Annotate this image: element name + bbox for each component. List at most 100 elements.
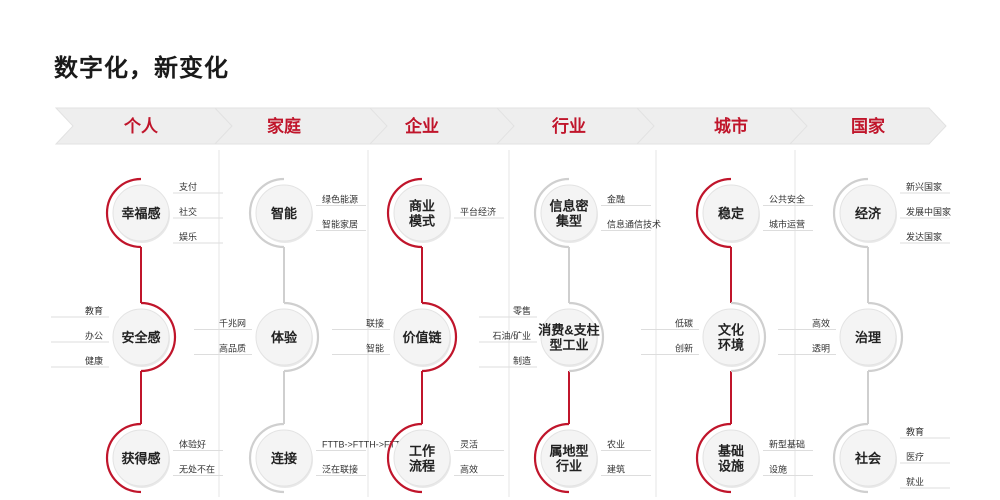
node-label: 行业 [555,459,582,474]
node-arc [832,422,869,494]
node-arc [832,177,869,249]
node-label: 安全感 [121,330,160,345]
node-arc [386,422,423,494]
node-arc [533,422,570,494]
node-arc [421,301,458,373]
node-circle [393,184,451,242]
node-item: 创新 [675,343,693,354]
node-circle [255,184,313,242]
node-item: 绿色能源 [322,194,358,205]
node-item: 信息通信技术 [607,219,661,230]
node-label: 智能 [271,206,297,221]
node-arc [248,177,285,249]
node-item: 新型基础 [769,439,805,450]
node-arc [568,301,605,373]
node-circle [540,308,598,366]
node-item: 联接 [366,318,384,329]
node-arc [248,422,285,494]
node-arc [730,301,767,373]
node-item: 农业 [607,439,625,450]
header-chevron-3 [368,107,518,145]
node-item: 社交 [179,206,197,217]
column-header: 城市 [714,116,748,136]
node-label: 获得感 [121,451,160,466]
node-label: 价值链 [402,330,442,345]
node-circle [839,184,897,242]
node-label: 环境 [718,338,744,353]
node-circle [540,429,598,487]
node-label: 型工业 [549,338,588,353]
node-label: 稳定 [718,206,744,221]
header-chevron-6 [788,107,947,145]
node-label: 经济 [855,206,882,221]
node-item: 零售 [513,305,531,316]
node-circle [112,184,170,242]
node-item: FTTB->FTTH->FTTR [322,440,407,450]
node-label: 体验 [271,330,298,345]
node-circle [540,184,598,242]
node-circle [839,429,897,487]
node-item: 泛在联接 [322,464,358,475]
node-circle [112,429,170,487]
node-arc [140,301,177,373]
node-label: 模式 [409,214,435,229]
node-circle [393,308,451,366]
node-label: 商业 [409,199,435,214]
node-label: 连接 [271,451,297,466]
node-circle [702,429,760,487]
column-header: 行业 [551,116,586,136]
node-item: 低碳 [675,318,693,329]
node-circle [702,184,760,242]
node-item: 教育 [906,426,924,437]
node-item: 体验好 [179,439,206,450]
node-item: 平台经济 [460,206,496,217]
node-label: 流程 [409,459,435,474]
node-label: 文化 [718,323,744,338]
node-circle [112,308,170,366]
node-item: 高效 [460,464,478,475]
node-item: 支付 [179,181,197,192]
node-label: 信息密 [549,199,588,214]
node-label: 基础 [717,444,744,459]
node-label: 社会 [854,451,882,466]
node-item: 发展中国家 [906,206,951,217]
node-label: 工作 [409,444,435,459]
node-item: 设施 [769,464,787,475]
node-arc [695,422,732,494]
node-item: 医疗 [906,451,924,462]
node-item: 城市运营 [769,219,805,230]
node-label: 设施 [718,459,744,474]
node-item: 高品质 [219,343,246,354]
node-item: 无处不在 [179,464,215,475]
node-item: 娱乐 [179,231,197,242]
node-item: 新兴国家 [906,181,942,192]
node-item: 制造 [513,355,531,366]
node-circle [255,429,313,487]
header-chevron-2 [213,107,390,145]
node-arc [695,177,732,249]
node-circle [702,308,760,366]
node-item: 金融 [607,194,625,205]
node-item: 智能 [366,343,384,354]
node-item: 透明 [812,344,830,354]
node-label: 治理 [855,330,881,345]
node-arc [105,422,142,494]
node-item: 灵活 [460,439,478,450]
node-item: 发达国家 [906,231,942,242]
node-item: 就业 [906,476,924,487]
node-label: 幸福感 [121,206,160,221]
node-arc [867,301,904,373]
node-item: 公共安全 [769,194,805,205]
column-header: 家庭 [267,116,301,136]
node-label: 集型 [555,214,582,229]
node-item: 建筑 [607,464,625,475]
node-arc [386,177,423,249]
column-header: 企业 [404,116,439,136]
node-arc [283,301,320,373]
node-label: 属地型 [549,444,588,459]
node-item: 高效 [812,318,830,329]
page-title: 数字化，新变化 [54,55,229,82]
node-item: 智能家居 [322,219,358,230]
column-header: 个人 [123,116,159,136]
